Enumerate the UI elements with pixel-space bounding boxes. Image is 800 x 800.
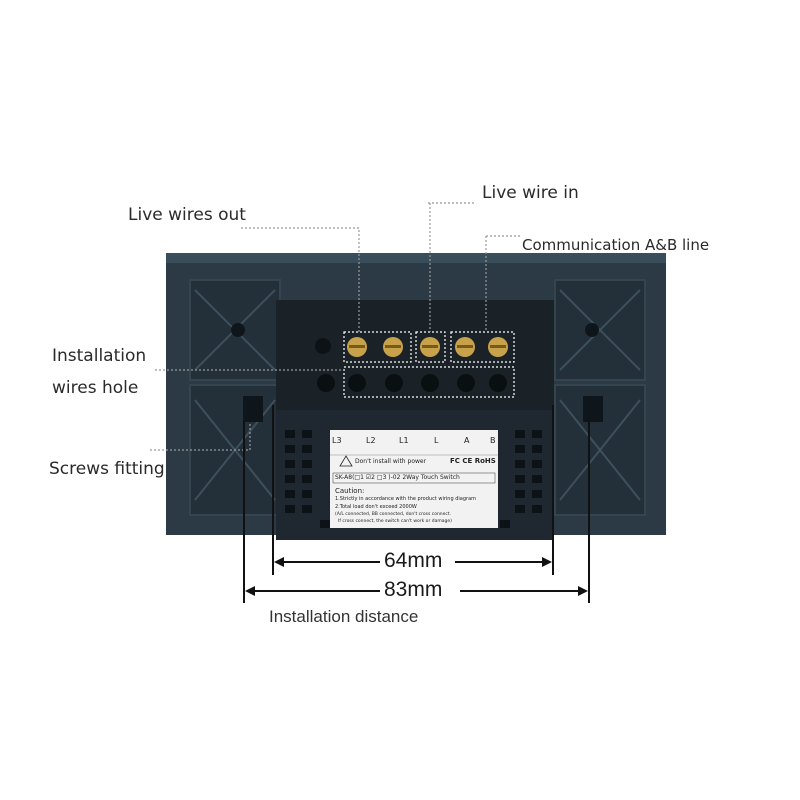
label-installation-line2: wires hole [52, 378, 139, 398]
terminal-label-b: B [490, 436, 496, 445]
label-screws-fitting: Screws fitting [49, 459, 165, 479]
terminal-label-l3: L3 [332, 436, 342, 445]
installation-distance-caption: Installation distance [269, 607, 419, 626]
label-cert: FC CE RoHS [450, 457, 496, 465]
screw-slot-right [583, 396, 603, 422]
terminal-label-l2: L2 [366, 436, 376, 445]
label-caution-title: Caution: [335, 487, 365, 495]
label-warning: Don't install with power [355, 458, 427, 465]
dimension-inner: 64mm [380, 549, 447, 573]
label-caution-1: 1.Strictly in accordance with the produc… [335, 496, 477, 502]
label-live-wire-in: Live wire in [482, 183, 579, 203]
product-label [330, 430, 498, 528]
terminal-screws [347, 337, 508, 357]
terminal-label-l1: L1 [399, 436, 409, 445]
label-communication: Communication A&B line [522, 236, 710, 254]
label-model: SK-A8(□1 ☑2 □3 )-02 2Way Touch Switch [335, 474, 460, 481]
label-caution-3: (A/L connected, BB connected, don't cros… [335, 512, 452, 517]
label-installation-line1: Installation [52, 346, 147, 366]
screw-slot-left [243, 396, 263, 422]
label-caution-4: If cross connect, the switch can't work … [338, 519, 452, 524]
label-live-wires-out: Live wires out [128, 205, 246, 225]
dimension-outer: 83mm [380, 578, 447, 602]
label-caution-2: 2.Total load don't exceed 2000W [335, 504, 417, 510]
terminal-label-l: L [434, 436, 439, 445]
terminal-label-a: A [464, 436, 470, 445]
